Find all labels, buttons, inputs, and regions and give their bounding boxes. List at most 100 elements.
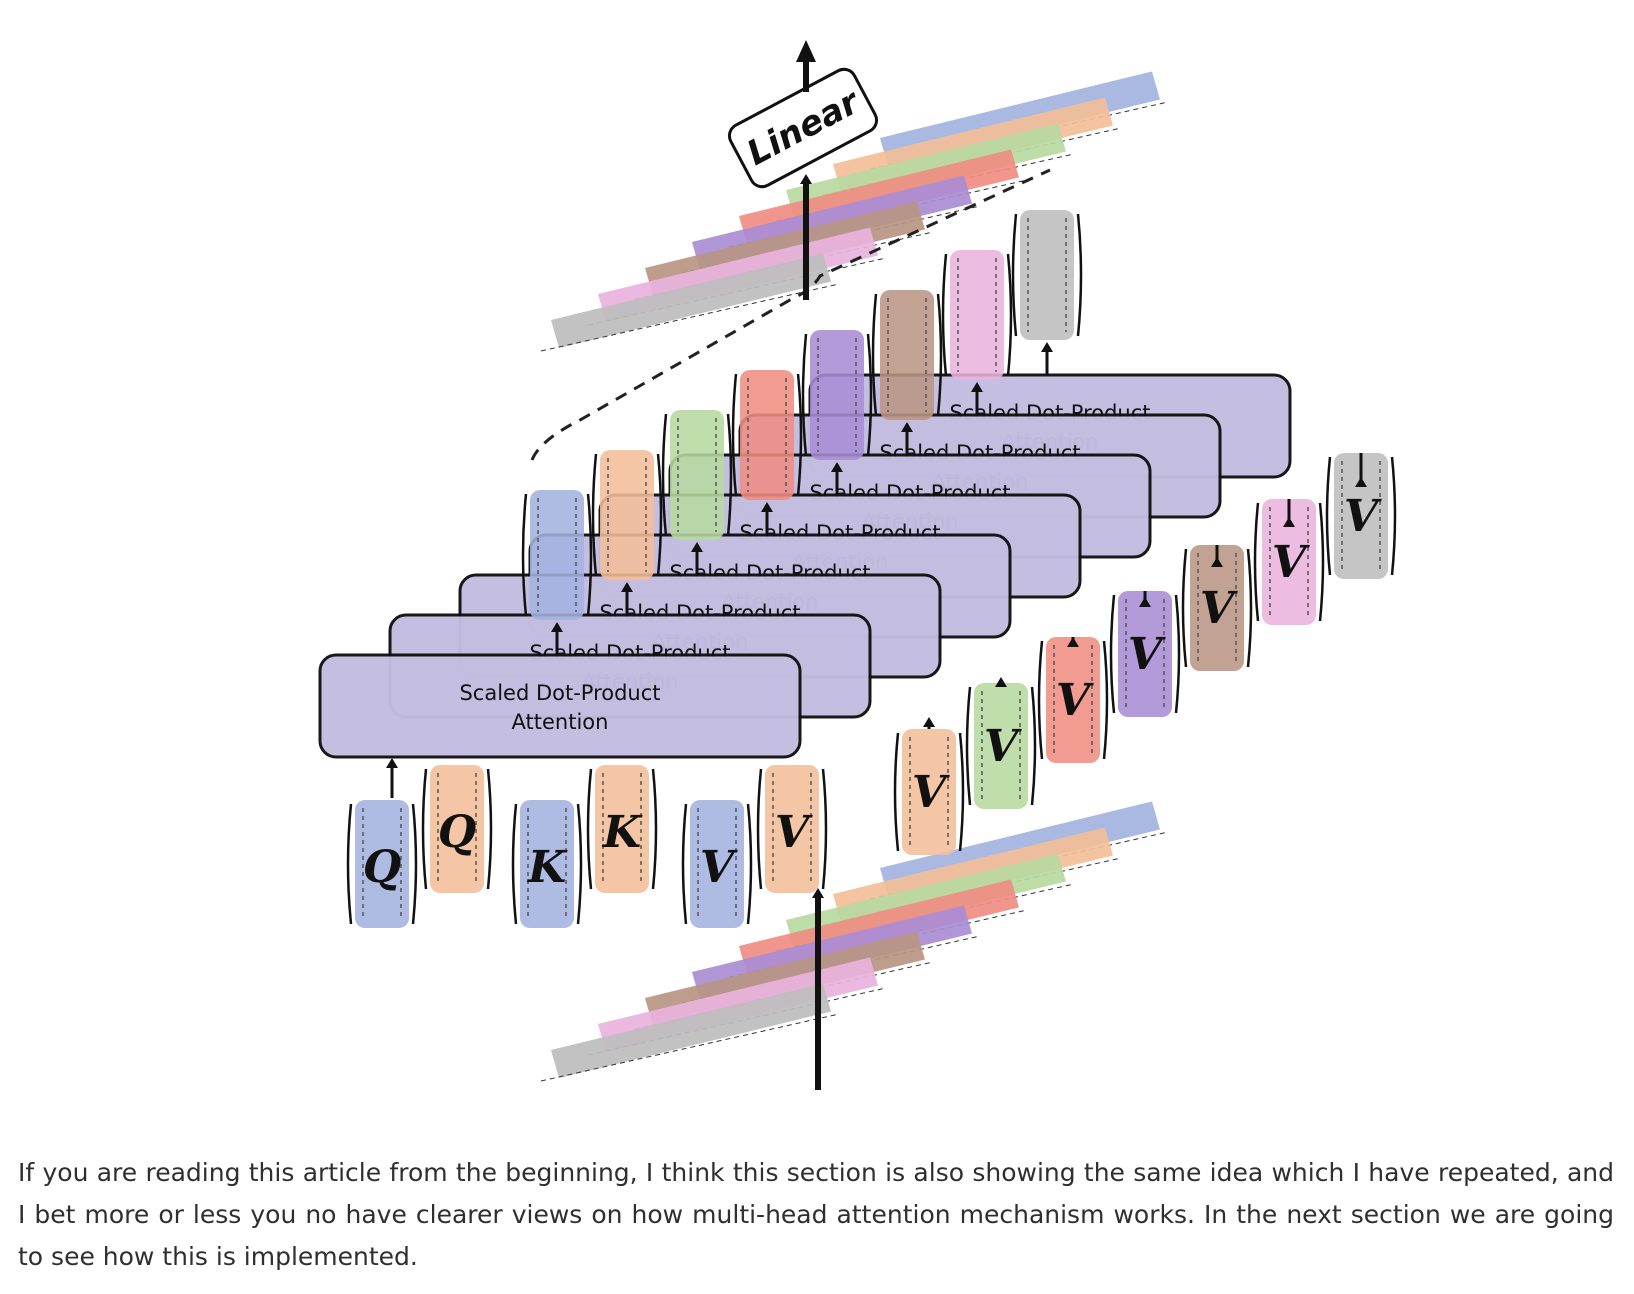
head-2-v-vector-right-bracket (958, 732, 965, 852)
head-input-k-vector-right-bracket (576, 803, 583, 925)
head-7-v-vector-right-bracket (1318, 502, 1325, 622)
head-input-v2-vector-right-bracket (821, 768, 828, 890)
input-strip-divider (540, 1013, 838, 1082)
head-4-output-vector-left-bracket (731, 373, 738, 497)
head-8-v-vector-right-bracket (1390, 456, 1397, 576)
head-input-q2-vector-right-bracket (486, 768, 493, 890)
head-5-v-vector-left-bracket (1109, 594, 1116, 714)
head-6-output-vector-fill (880, 290, 934, 420)
head-5-output-vector-left-bracket (801, 333, 808, 457)
head-input-q2-letter: Q (438, 807, 476, 858)
head-input-k2-vector-left-bracket (586, 768, 593, 890)
head-input-q2-vector-left-bracket (421, 768, 428, 890)
head-input-v2-letter: V (775, 807, 813, 858)
head-input-v-vector-right-bracket (746, 803, 753, 925)
concat-strip-divider (634, 231, 932, 300)
head-4-output-vector (731, 370, 803, 500)
head-3-output-vector-fill (670, 410, 724, 540)
head-8-v-letter: V (1344, 491, 1382, 542)
concatenated-output-stack (540, 71, 1167, 352)
input-strip-divider (681, 935, 979, 1004)
head-3-v-arrow-head-icon (995, 677, 1007, 687)
head-input-v-letter: V (700, 842, 738, 893)
head-input-k-vector (511, 800, 583, 928)
head-input-q-letter: Q (363, 842, 401, 893)
head-3-v-vector (965, 683, 1037, 809)
output-arrow-head-icon (796, 40, 816, 62)
head-7-output-vector-fill (950, 250, 1004, 380)
head-3-output-arrow-head-icon (691, 542, 703, 552)
head-6-v-vector (1181, 545, 1253, 671)
head-3-output-vector (661, 410, 733, 540)
head-5-output-vector-fill (810, 330, 864, 460)
head-3-output-vector-right-bracket (726, 413, 733, 537)
head-8-output-vector-right-bracket (1076, 213, 1083, 337)
head-8-v-arrow-head-icon (1355, 477, 1367, 487)
head-7-v-vector (1253, 499, 1325, 625)
input-strip-8 (551, 983, 831, 1078)
head-5-v-arrow-head-icon (1139, 597, 1151, 607)
head-5-v-letter: V (1128, 629, 1166, 680)
head-3-v-vector-fill (974, 683, 1028, 809)
head-2-output-vector (591, 450, 663, 580)
head-input-v-vector-fill (690, 800, 744, 928)
head-input-k2-vector-fill (595, 765, 649, 893)
head-8-output-vector-left-bracket (1011, 213, 1018, 337)
head-1-output-vector (521, 490, 593, 620)
head-1-label-line1: Scaled Dot-Product (459, 681, 660, 705)
head-6-output-vector-right-bracket (936, 293, 943, 417)
head-7-output-arrow-head-icon (971, 382, 983, 392)
head-7-output-vector-left-bracket (941, 253, 948, 377)
head-8-v-vector-fill (1334, 453, 1388, 579)
head-input-k2-vector (586, 765, 658, 893)
head-input-k2-letter: K (601, 807, 643, 858)
head-6-v-vector-fill (1190, 545, 1244, 671)
linear-box (727, 67, 879, 189)
head-2-output-vector-fill (600, 450, 654, 580)
head-3-v-vector-left-bracket (965, 686, 972, 806)
head-input-q-vector-right-bracket (411, 803, 418, 925)
multi-head-attention-diagram: Scaled Dot-ProductAttentionVScaled Dot-P… (318, 40, 1397, 1090)
article-paragraph: If you are reading this article from the… (18, 1158, 1614, 1271)
head-input-q2-vector (421, 765, 493, 893)
head-2-v-vector-left-bracket (893, 732, 900, 852)
head-6-v-letter: V (1200, 583, 1238, 634)
head-input-q-vector (346, 800, 418, 928)
head-4-v-arrow-head-icon (1067, 637, 1079, 647)
head-2-output-vector-right-bracket (656, 453, 663, 577)
input-arrow-head-icon (812, 888, 824, 898)
head-8-output-vector-fill (1020, 210, 1074, 340)
concat-strip-divider (775, 153, 1073, 222)
head-7-v-vector-left-bracket (1253, 502, 1260, 622)
head-6-output-vector-left-bracket (871, 293, 878, 417)
head-2-output-arrow-head-icon (621, 582, 633, 592)
head-input-q2-vector-fill (430, 765, 484, 893)
head-input-k-vector-left-bracket (511, 803, 518, 925)
head-3-v-letter: V (984, 721, 1022, 772)
head-8-output-vector (1011, 210, 1083, 340)
head-4-output-vector-right-bracket (796, 373, 803, 497)
input-strip-divider (728, 909, 1026, 978)
head-5-output-arrow-head-icon (831, 462, 843, 472)
head-4-output-arrow-head-icon (761, 502, 773, 512)
head-input-q-vector-fill (355, 800, 409, 928)
head-2-output-vector-left-bracket (591, 453, 598, 577)
q-to-head-arrow-head-icon (386, 758, 398, 768)
head-7-output-vector-right-bracket (1006, 253, 1013, 377)
concat-strip-8 (551, 253, 831, 348)
head-input-k-vector-fill (520, 800, 574, 928)
concat-to-linear-arrow-head-icon (800, 174, 812, 184)
head-7-v-letter: V (1272, 537, 1310, 588)
head-4-v-letter: V (1056, 675, 1094, 726)
head-1-box (318, 653, 802, 759)
head-8-v-vector-left-bracket (1325, 456, 1332, 576)
head-3-output-vector-left-bracket (661, 413, 668, 537)
head-input-v-vector (681, 800, 753, 928)
head-5-output-vector (801, 330, 873, 460)
head-input-v2-vector (756, 765, 828, 893)
head-6-output-arrow-head-icon (901, 422, 913, 432)
head-4-v-vector-fill (1046, 637, 1100, 763)
input-strip-divider (822, 857, 1120, 926)
input-strip-divider (869, 831, 1167, 900)
